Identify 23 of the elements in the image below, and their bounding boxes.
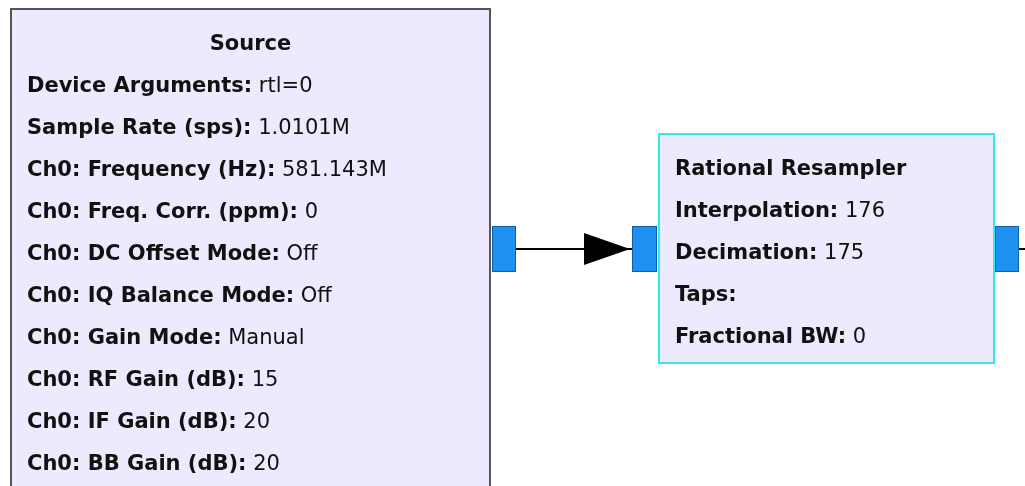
- connector-line: [1018, 248, 1025, 250]
- port-box: [995, 226, 1019, 272]
- arrow: [515, 233, 633, 265]
- parameter-text: Taps:: [675, 281, 738, 308]
- parameter-text: Ch0: Frequency (Hz): 581.143M: [27, 156, 388, 183]
- parameter-text: Device Arguments: rtl=0: [27, 72, 314, 99]
- block-box: [10, 8, 491, 486]
- parameter-text: Ch0: BB Gain (dB): 20: [27, 450, 281, 477]
- parameter-text: Ch0: IQ Balance Mode: Off: [27, 282, 333, 309]
- parameter-text: Ch0: Gain Mode: Manual: [27, 324, 306, 351]
- parameter-text: Ch0: RF Gain (dB): 15: [27, 366, 280, 393]
- port-box: [632, 226, 657, 272]
- parameter-text: Ch0: IF Gain (dB): 20: [27, 408, 272, 435]
- parameter-text: Decimation: 175: [675, 239, 866, 266]
- parameter-text: Sample Rate (sps): 1.0101M: [27, 114, 351, 141]
- port-box: [492, 226, 516, 272]
- block-title: Source: [208, 30, 293, 57]
- block-box: [658, 133, 995, 364]
- parameter-text: Interpolation: 176: [675, 197, 886, 224]
- parameter-text: Ch0: Freq. Corr. (ppm): 0: [27, 198, 320, 225]
- parameter-text: Fractional BW: 0: [675, 323, 868, 350]
- parameter-text: Ch0: DC Offset Mode: Off: [27, 240, 319, 267]
- block-title: Rational Resampler: [675, 155, 908, 182]
